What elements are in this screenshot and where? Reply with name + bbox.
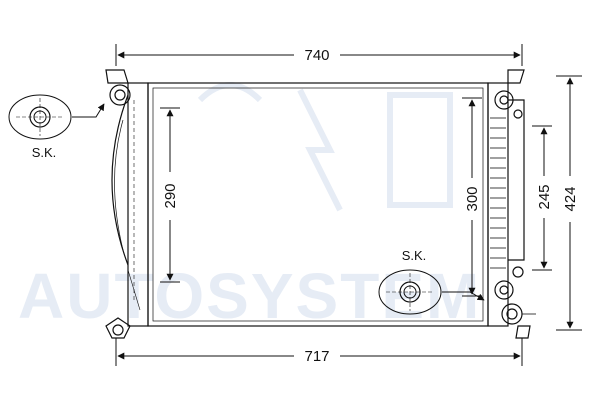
bottom-width-label: 717 bbox=[304, 348, 329, 365]
top-width-dimension: 740 bbox=[115, 44, 523, 66]
core-height-left-dimension: 290 bbox=[160, 107, 180, 283]
core-height-mid-label: 300 bbox=[464, 186, 481, 211]
top-width-label: 740 bbox=[304, 47, 329, 64]
core-height-mid-dimension: 300 bbox=[462, 97, 482, 297]
tank-ribs bbox=[490, 117, 506, 269]
sk-left-label: S.K. bbox=[32, 145, 57, 160]
right-tank bbox=[487, 69, 536, 339]
tank-span-dimension: 245 bbox=[532, 125, 553, 271]
overall-height-label: 424 bbox=[562, 186, 579, 211]
overall-height-dimension: 424 bbox=[556, 75, 582, 331]
sk-right-label: S.K. bbox=[402, 248, 427, 263]
watermark-text: AUTOSYSTEM bbox=[18, 260, 481, 332]
left-tank bbox=[105, 69, 149, 339]
sk-detail-left: S.K. bbox=[8, 94, 105, 160]
sk-detail-right: S.K. bbox=[378, 248, 485, 315]
bottom-width-dimension: 717 bbox=[115, 338, 523, 366]
tank-span-label: 245 bbox=[536, 184, 553, 209]
watermark: AUTOSYSTEM bbox=[18, 82, 481, 332]
core-height-left-label: 290 bbox=[162, 183, 179, 208]
